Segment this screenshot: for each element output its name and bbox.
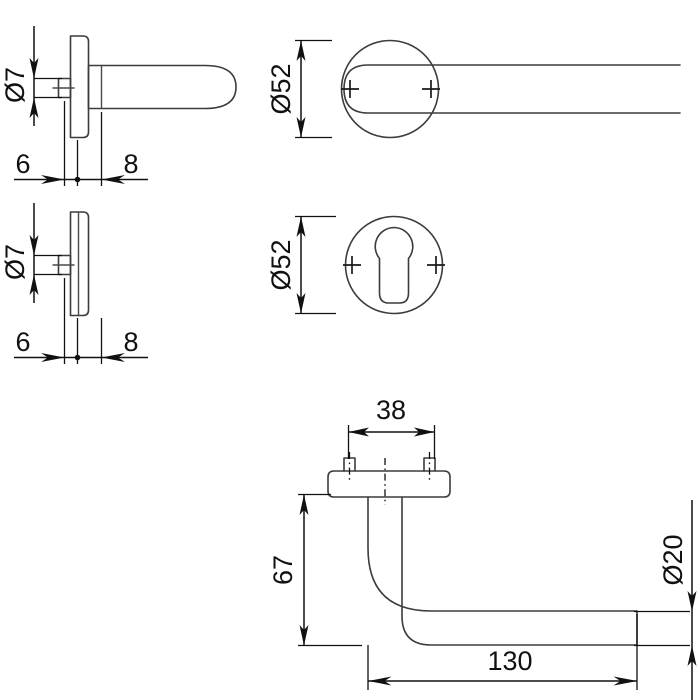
view-rose-side: Ø7 6 8: [0, 203, 148, 364]
six-mid-label: 6: [15, 327, 30, 357]
eight-top-label: 8: [123, 149, 138, 179]
thirtyeight-arrow-left: [348, 427, 369, 437]
escutcheon-crossmark-right: [427, 256, 445, 274]
dia7-top-label: Ø7: [0, 67, 30, 103]
thirtyeight-arrow-right: [414, 427, 435, 437]
escutcheon-plate-side-outline: [69, 211, 90, 317]
view-escutcheon-front: Ø52: [266, 215, 445, 315]
dia7-top-arrow-upper: [29, 58, 39, 79]
dia52-mid-arrow-upper: [296, 216, 306, 237]
lever-top-outline: [343, 64, 681, 114]
sixtyseven-arrow-upper: [299, 494, 309, 515]
escutcheon-crossmark-left: [343, 256, 361, 274]
view-lever-profile: 38 67 130 Ø20: [268, 395, 697, 700]
six-eight-top-origin-dot: [74, 176, 81, 183]
sixtyseven-arrow-lower: [299, 625, 309, 646]
dia52-top-arrow-lower: [296, 117, 306, 138]
eight-mid-arrow: [101, 353, 125, 362]
dia7-mid-label: Ø7: [0, 244, 30, 280]
onethirty-arrow-left: [368, 676, 392, 686]
eight-top-arrow: [101, 175, 125, 184]
rosette-crossmark-left: [341, 80, 359, 98]
rosette-crossmark-right: [422, 80, 440, 98]
onethirty-label: 130: [487, 646, 532, 676]
handle-bar-side-outline: [87, 64, 237, 110]
thirtyeight-label: 38: [376, 395, 406, 425]
view-rosette-front: Ø52: [266, 39, 681, 139]
onethirty-arrow-right: [613, 676, 637, 686]
six-mid-arrow: [41, 353, 65, 362]
dia52-mid-arrow-lower: [296, 293, 306, 314]
six-top-arrow: [41, 175, 65, 184]
escutcheon-hub-outline: [57, 254, 72, 276]
spindle-hub-outline: [57, 77, 72, 99]
dia7-top-arrow-lower: [29, 97, 39, 118]
eight-mid-label: 8: [123, 327, 138, 357]
dia7-mid-arrow-lower: [29, 274, 39, 295]
dia52-top-arrow-upper: [296, 40, 306, 61]
six-top-label: 6: [15, 149, 30, 179]
dia52-top-label: Ø52: [266, 63, 296, 114]
rose-plate-side-outline: [69, 35, 90, 139]
view-handle-side: Ø7 6 8: [0, 26, 237, 186]
lever-profile-outline: [367, 496, 638, 646]
dia20-arrow-upper: [687, 591, 697, 612]
dia7-mid-arrow-upper: [29, 235, 39, 256]
lever-rose-base-outline: [327, 470, 451, 498]
dia52-mid-label: Ø52: [266, 239, 296, 290]
euro-keyway-outline: [374, 226, 414, 304]
sixtyseven-label: 67: [268, 555, 298, 585]
dia20-arrow-lower: [687, 645, 697, 666]
dia20-label: Ø20: [658, 534, 688, 585]
six-eight-mid-origin-dot: [74, 354, 81, 361]
